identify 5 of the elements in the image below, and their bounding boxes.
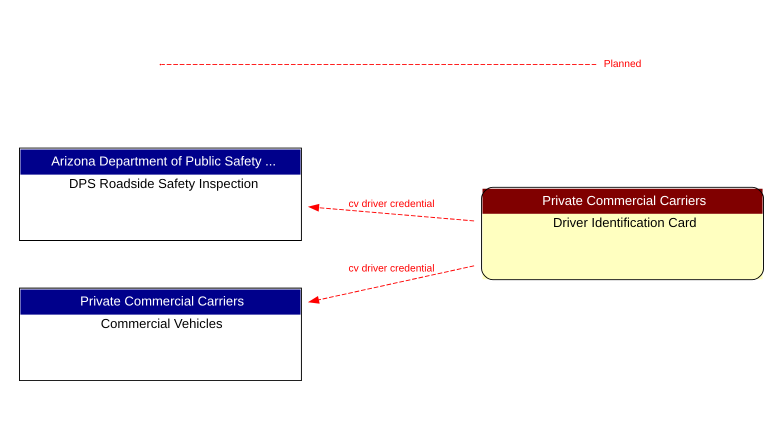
legend-label: Planned — [604, 58, 642, 70]
arrow — [308, 203, 475, 221]
arrow — [308, 264, 475, 304]
edge-label: cv driver credential — [348, 263, 435, 274]
edge-label: cv driver credential — [348, 198, 435, 210]
